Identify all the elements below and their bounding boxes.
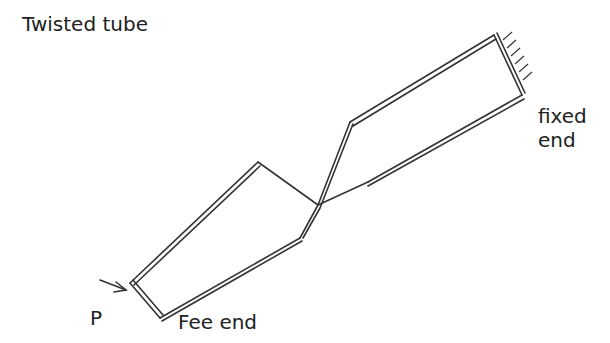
load-arrow	[100, 280, 126, 292]
load-label: P	[90, 306, 102, 330]
sketch-title: Twisted tube	[22, 12, 148, 36]
tube-outline	[130, 33, 525, 321]
end-label: Fee end	[178, 310, 257, 334]
wall-hatch	[503, 32, 532, 80]
end-label: fixed end	[538, 104, 604, 152]
